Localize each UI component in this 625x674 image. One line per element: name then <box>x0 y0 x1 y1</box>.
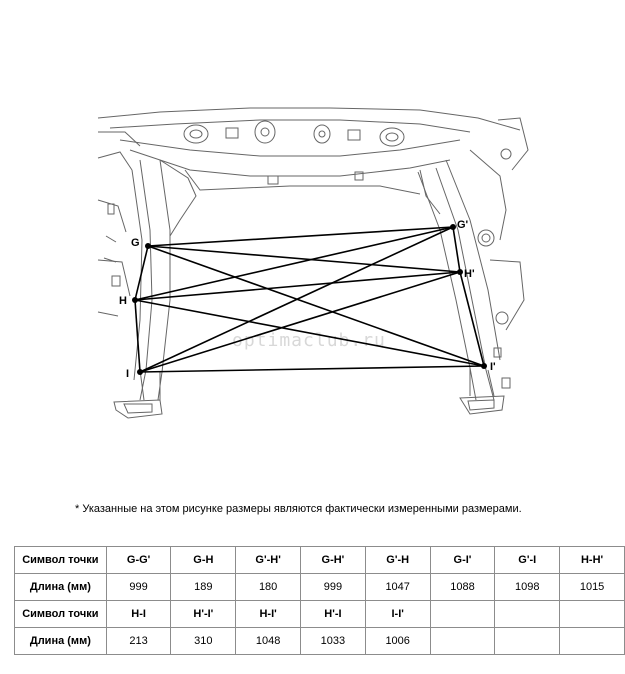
table-cell <box>494 627 561 655</box>
point-gp-marker <box>450 224 456 230</box>
length-header: Длина (мм) <box>14 573 107 601</box>
table-cell: 1088 <box>429 573 496 601</box>
table-cell: 189 <box>170 573 237 601</box>
table-cell: H'-I <box>300 600 366 628</box>
table-cell <box>429 627 496 655</box>
table-row: Символ точки H-I H'-I' H-I' H'-I I-I' <box>14 600 625 628</box>
line-h-ip <box>134 299 485 367</box>
line-hp-i <box>139 271 461 373</box>
point-ip-marker <box>481 363 487 369</box>
measurement-lines <box>134 226 485 373</box>
measurement-note: * Указанные на этом рисунке размеры явля… <box>75 503 522 515</box>
table-cell: 310 <box>170 627 237 655</box>
point-ip-label: I' <box>490 361 496 373</box>
point-i-marker <box>137 369 143 375</box>
measurement-points <box>132 224 487 375</box>
frame-diagram: optimaclub.ru G H I G' H' I' <box>97 107 529 419</box>
table-cell: 999 <box>105 573 172 601</box>
line-gp-hp <box>452 226 461 273</box>
table-cell: 213 <box>105 627 172 655</box>
table-cell: 180 <box>235 573 302 601</box>
line-h-hp <box>134 271 461 301</box>
table-cell: G'-H' <box>235 546 302 574</box>
table-cell: G-G' <box>105 546 172 574</box>
line-i-ip <box>139 365 485 373</box>
dimensions-table: Символ точки G-G' G-H G'-H' G-H' G'-H G-… <box>14 546 625 655</box>
table-cell <box>559 627 625 655</box>
table-row: Символ точки G-G' G-H G'-H' G-H' G'-H G-… <box>14 546 625 574</box>
line-hp-ip <box>459 271 485 367</box>
point-g-label: G <box>131 237 140 249</box>
watermark: optimaclub.ru <box>232 330 386 351</box>
line-h-i <box>134 299 141 373</box>
table-cell <box>559 600 625 628</box>
table-cell <box>494 600 561 628</box>
table-cell: G-H' <box>300 546 366 574</box>
symbol-header: Символ точки <box>14 600 107 628</box>
table-cell: 999 <box>300 573 366 601</box>
table-cell: 1006 <box>364 627 431 655</box>
line-g-h <box>134 245 149 301</box>
table-row: Длина (мм) 999 189 180 999 1047 1088 109… <box>14 573 625 601</box>
point-i-label: I <box>126 368 129 380</box>
table-cell: 1015 <box>559 573 625 601</box>
line-g-ip <box>147 245 485 367</box>
line-g-gp <box>147 226 454 247</box>
table-cell: H-I' <box>235 600 302 628</box>
table-cell: G'-H <box>364 546 431 574</box>
table-cell: G-H <box>170 546 237 574</box>
line-g-hp <box>147 245 461 273</box>
table-cell: 1048 <box>235 627 302 655</box>
table-cell: G-I' <box>429 546 496 574</box>
point-gp-label: G' <box>457 219 469 231</box>
table-cell: I-I' <box>364 600 431 628</box>
point-hp-label: H' <box>464 268 475 280</box>
point-hp-marker <box>457 269 463 275</box>
line-gp-i <box>139 226 454 373</box>
table-cell: 1047 <box>364 573 431 601</box>
underbody-frame-drawing <box>97 107 529 419</box>
table-row: Длина (мм) 213 310 1048 1033 1006 <box>14 627 625 655</box>
symbol-header: Символ точки <box>14 546 107 574</box>
table-cell: H-I <box>105 600 172 628</box>
table-cell: H'-I' <box>170 600 237 628</box>
point-h-marker <box>132 297 138 303</box>
table-cell: H-H' <box>559 546 625 574</box>
table-cell: 1098 <box>494 573 561 601</box>
table-cell: 1033 <box>300 627 366 655</box>
length-header: Длина (мм) <box>14 627 107 655</box>
point-g-marker <box>145 243 151 249</box>
line-gp-h <box>134 226 454 301</box>
table-cell: G'-I <box>494 546 561 574</box>
table-cell <box>429 600 496 628</box>
point-h-label: H <box>119 295 127 307</box>
